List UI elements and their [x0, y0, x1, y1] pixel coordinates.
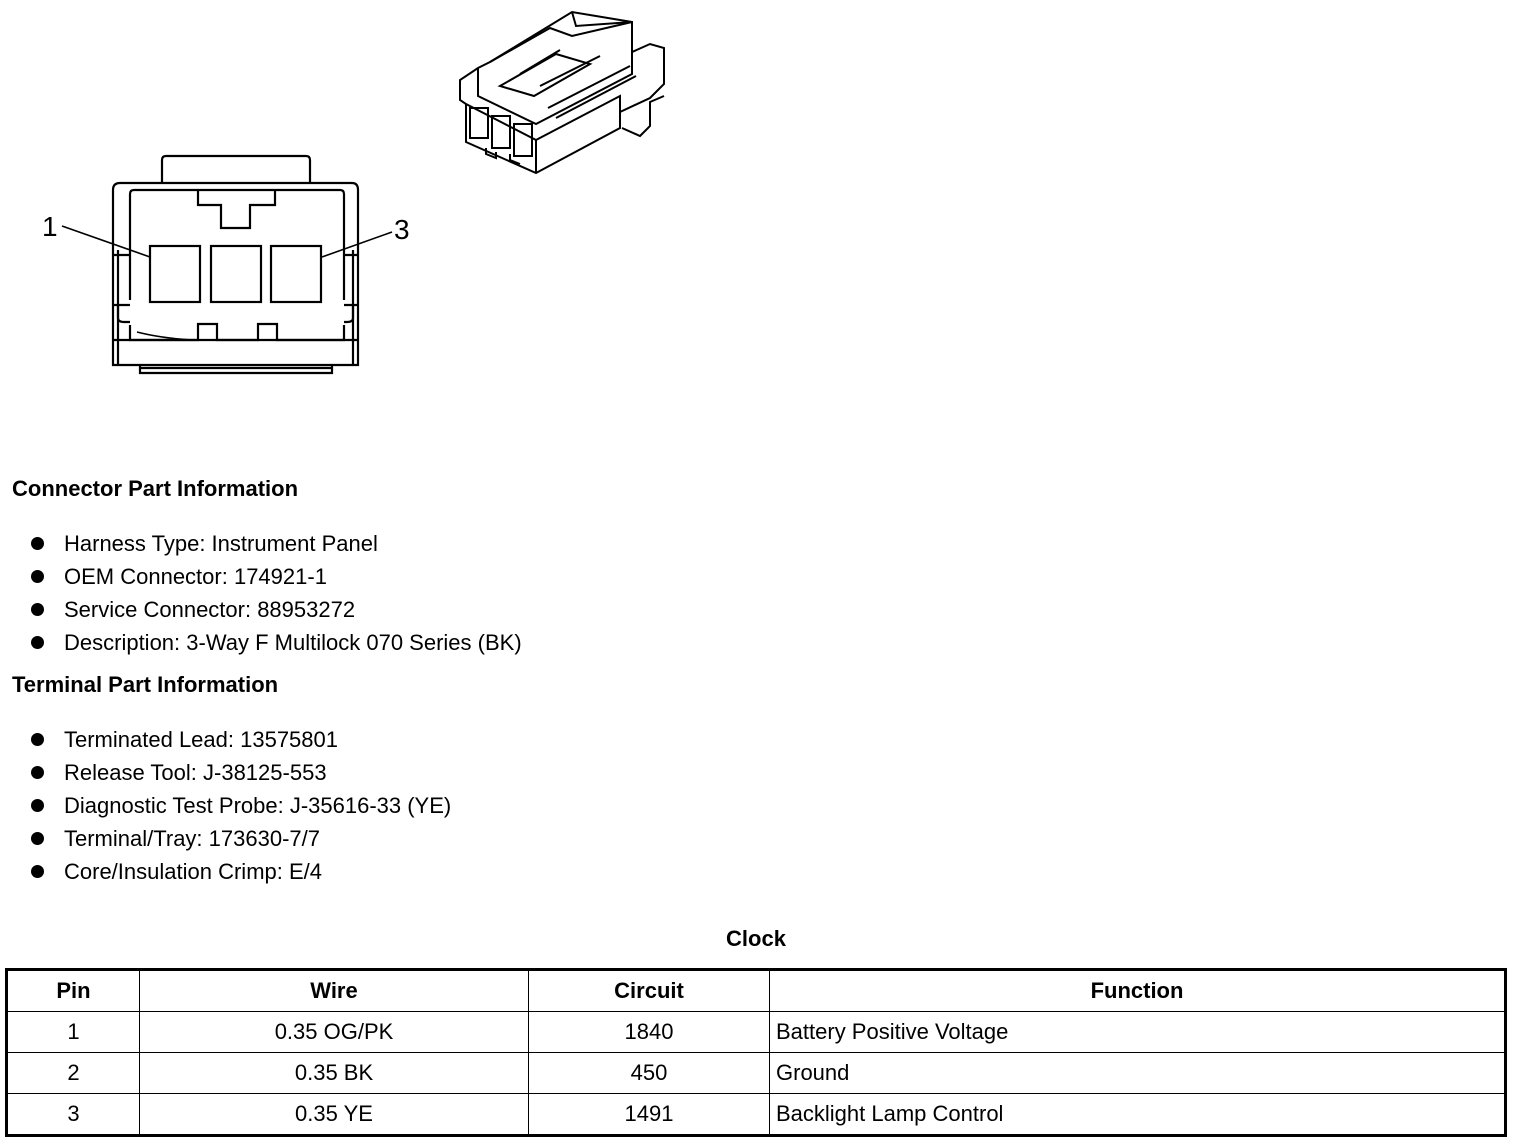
table-header-row: Pin Wire Circuit Function — [6, 969, 1506, 1012]
cell-pin: 3 — [6, 1093, 140, 1136]
cell-circuit: 450 — [528, 1052, 770, 1094]
bullet-icon — [31, 570, 44, 583]
cell-function: Ground — [769, 1052, 1506, 1094]
cell-function: Battery Positive Voltage — [769, 1011, 1506, 1053]
cell-wire: 0.35 BK — [139, 1052, 529, 1094]
table-row: 2 0.35 BK 450 Ground — [6, 1052, 1506, 1094]
connector-isometric-view — [459, 10, 665, 175]
cell-circuit: 1491 — [528, 1093, 770, 1136]
connector-face-view: 1 3 — [42, 154, 410, 375]
bullet-icon — [31, 766, 44, 779]
list-item: Core/Insulation Crimp: E/4 — [28, 855, 451, 888]
list-item: Harness Type: Instrument Panel — [28, 527, 522, 560]
connector-part-info-heading: Connector Part Information — [12, 476, 299, 501]
cell-circuit: 1840 — [528, 1011, 770, 1053]
terminal-part-info-list: Terminated Lead: 13575801 Release Tool: … — [28, 723, 451, 888]
list-item: Diagnostic Test Probe: J-35616-33 (YE) — [28, 789, 451, 822]
list-item: Terminated Lead: 13575801 — [28, 723, 451, 756]
list-item: Service Connector: 88953272 — [28, 593, 522, 626]
header-wire: Wire — [139, 969, 529, 1012]
bullet-icon — [31, 832, 44, 845]
pinout-table: Pin Wire Circuit Function 1 0.35 OG/PK 1… — [5, 968, 1507, 1137]
header-circuit: Circuit — [528, 969, 770, 1012]
cell-function: Backlight Lamp Control — [769, 1093, 1506, 1136]
cell-wire: 0.35 YE — [139, 1093, 529, 1136]
cell-pin: 1 — [6, 1011, 140, 1053]
terminal-part-info-heading: Terminal Part Information — [12, 672, 279, 697]
bullet-icon — [31, 603, 44, 616]
table-row: 1 0.35 OG/PK 1840 Battery Positive Volta… — [6, 1011, 1506, 1053]
bullet-icon — [31, 537, 44, 550]
list-item: Terminal/Tray: 173630-7/7 — [28, 822, 451, 855]
bullet-icon — [31, 636, 44, 649]
pin-3-label: 3 — [394, 214, 410, 245]
bullet-icon — [31, 865, 44, 878]
table-title: Clock — [726, 926, 786, 951]
table-row: 3 0.35 YE 1491 Backlight Lamp Control — [6, 1093, 1506, 1136]
cell-pin: 2 — [6, 1052, 140, 1094]
bullet-icon — [31, 799, 44, 812]
bullet-icon — [31, 733, 44, 746]
list-item: OEM Connector: 174921-1 — [28, 560, 522, 593]
cell-wire: 0.35 OG/PK — [139, 1011, 529, 1053]
list-item: Description: 3-Way F Multilock 070 Serie… — [28, 626, 522, 659]
list-item: Release Tool: J-38125-553 — [28, 756, 451, 789]
pin-1-label: 1 — [42, 211, 58, 242]
header-pin: Pin — [6, 969, 140, 1012]
header-function: Function — [769, 969, 1506, 1012]
connector-part-info-list: Harness Type: Instrument Panel OEM Conne… — [28, 527, 522, 659]
